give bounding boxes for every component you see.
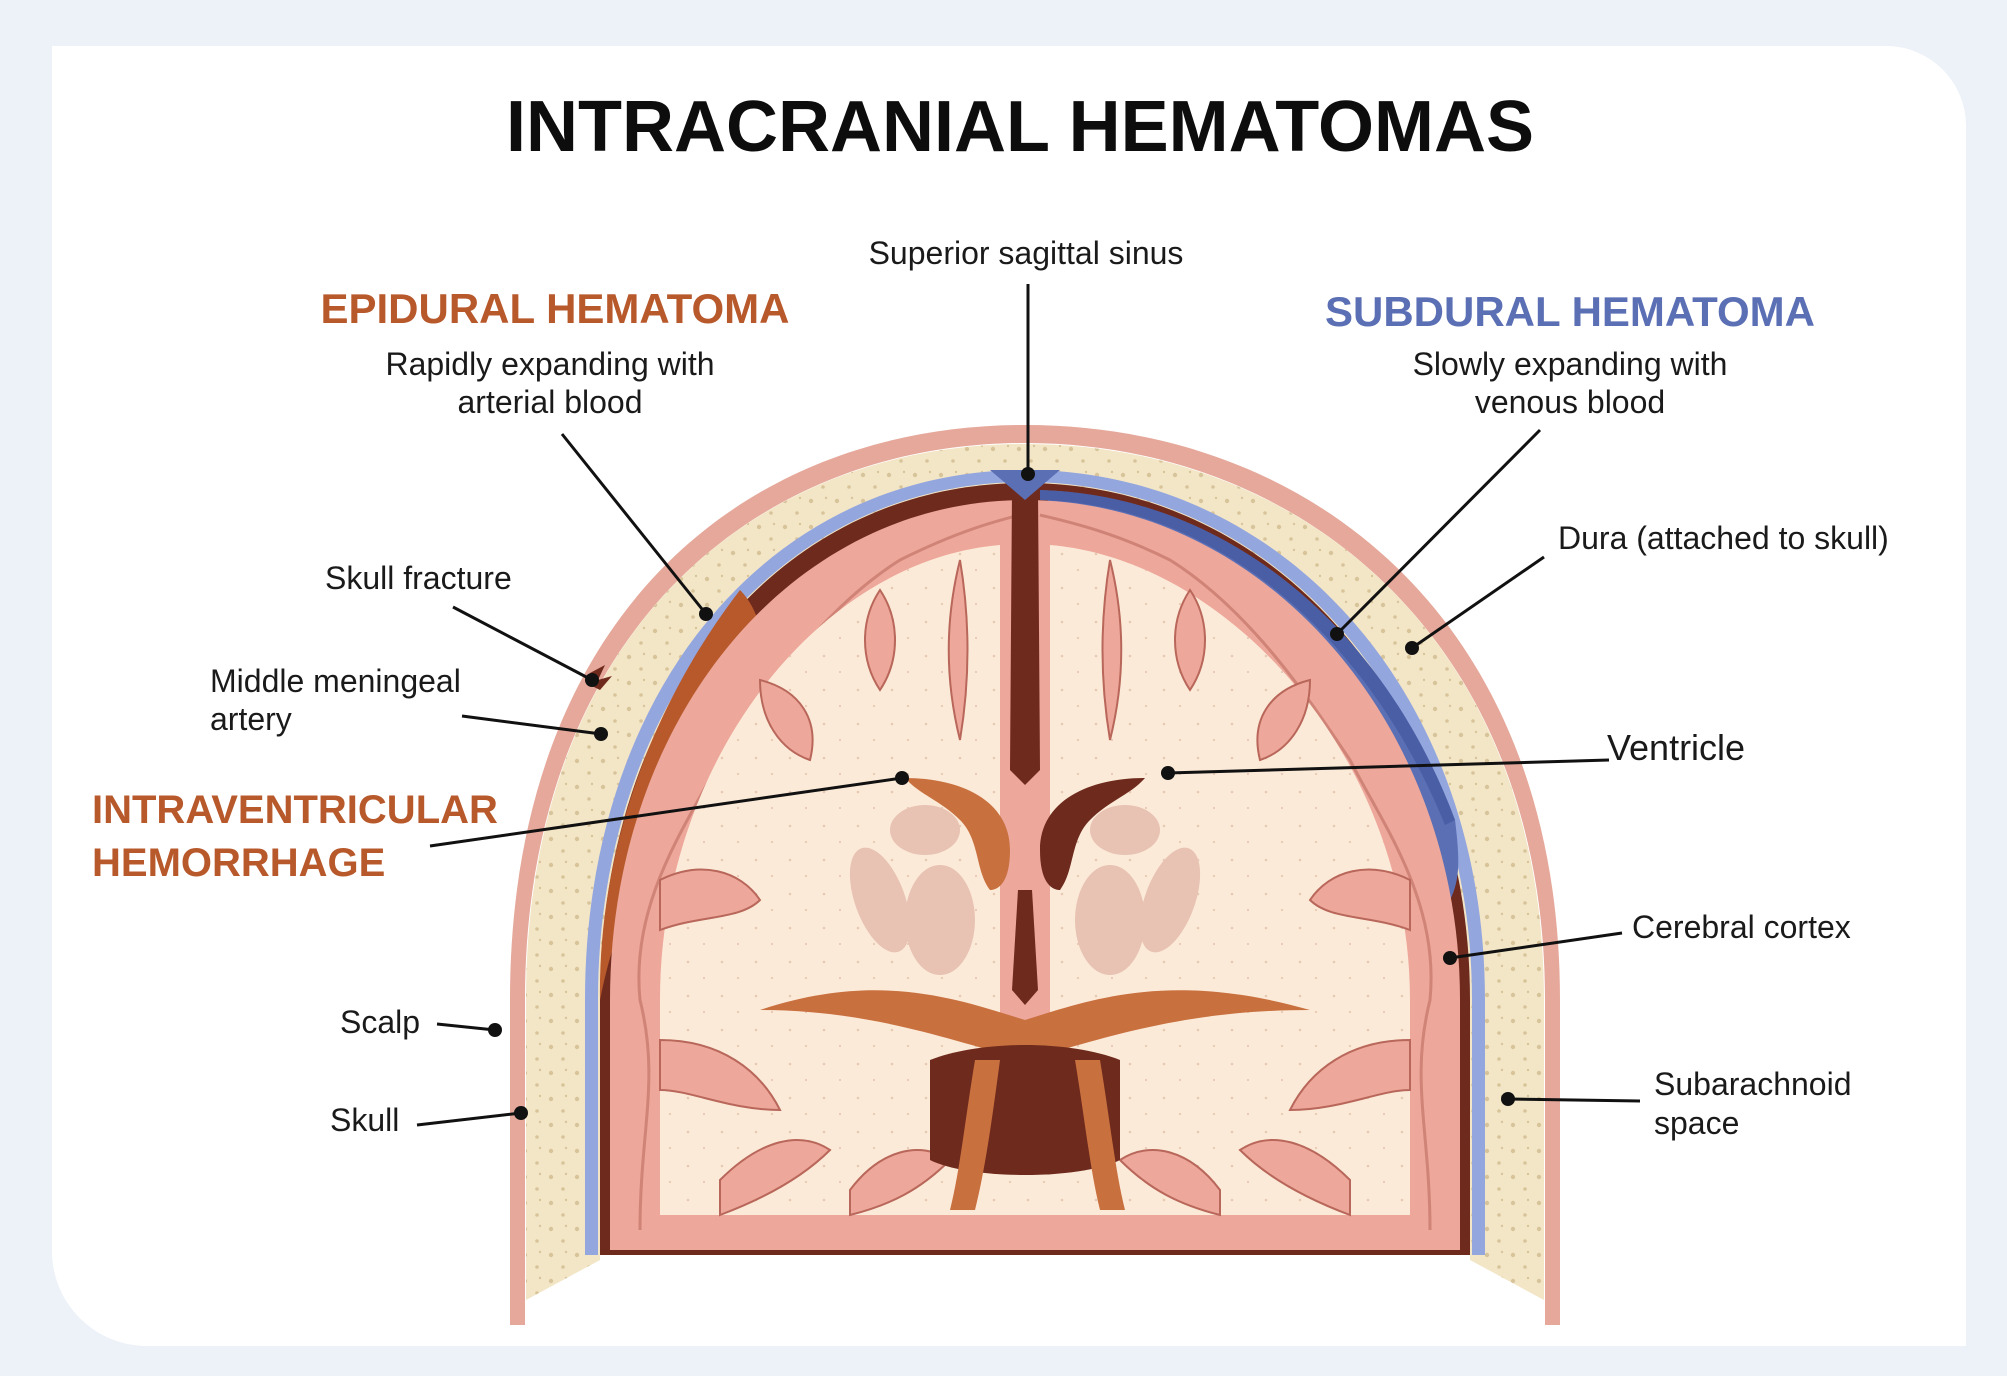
subdural-desc-line1: Slowly expanding with — [1350, 345, 1790, 383]
leader-dura — [1412, 557, 1544, 648]
label-dura: Dura (attached to skull) — [1558, 519, 1889, 557]
subdural-desc-line2: venous blood — [1350, 383, 1790, 421]
intraventricular-heading-line2: HEMORRHAGE — [92, 839, 385, 887]
dot-scalp — [488, 1023, 502, 1037]
dot-subdural — [1330, 627, 1344, 641]
dot-skull — [514, 1106, 528, 1120]
leader-subdural — [1337, 430, 1540, 634]
dot-cerebral-cortex — [1443, 951, 1457, 965]
label-cerebral-cortex: Cerebral cortex — [1632, 908, 1851, 946]
label-ventricle: Ventricle — [1607, 727, 1745, 769]
page-title: INTRACRANIAL HEMATOMAS — [440, 86, 1600, 168]
label-middle-meningeal-line2: artery — [210, 700, 292, 738]
label-superior-sagittal-sinus: Superior sagittal sinus — [826, 234, 1226, 272]
leader-skull — [417, 1113, 521, 1125]
dot-ventricle — [1161, 766, 1175, 780]
dot-epidural — [699, 607, 713, 621]
dot-middle-meningeal — [594, 727, 608, 741]
label-scalp: Scalp — [340, 1003, 420, 1041]
label-skull: Skull — [330, 1101, 399, 1139]
label-middle-meningeal-line1: Middle meningeal — [210, 662, 461, 700]
leader-subarachnoid — [1508, 1099, 1640, 1101]
epidural-desc-line2: arterial blood — [330, 383, 770, 421]
leader-epidural — [562, 434, 706, 614]
label-subarachnoid-line2: space — [1654, 1104, 1739, 1142]
label-skull-fracture: Skull fracture — [325, 559, 512, 597]
dot-skull-fracture — [585, 673, 599, 687]
leader-skull-fracture — [453, 607, 592, 680]
epidural-heading: EPIDURAL HEMATOMA — [255, 284, 855, 334]
subdural-heading: SUBDURAL HEMATOMA — [1270, 287, 1870, 337]
intraventricular-heading-line1: INTRAVENTRICULAR — [92, 786, 498, 834]
dot-superior-sagittal-sinus — [1021, 467, 1035, 481]
dot-intraventricular — [895, 771, 909, 785]
longitudinal-fissure — [1010, 490, 1040, 785]
epidural-desc-line1: Rapidly expanding with — [330, 345, 770, 383]
dot-subarachnoid — [1501, 1092, 1515, 1106]
dot-dura — [1405, 641, 1419, 655]
label-subarachnoid-line1: Subarachnoid — [1654, 1065, 1851, 1103]
leader-scalp — [437, 1024, 495, 1030]
